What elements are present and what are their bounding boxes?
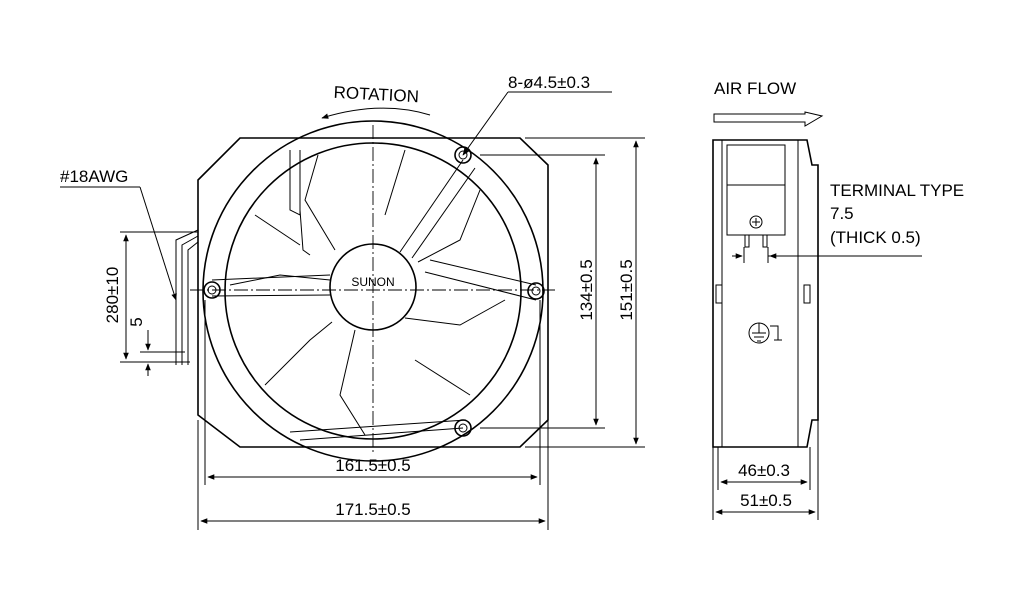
terminal-screw bbox=[749, 215, 763, 229]
ground-icon bbox=[748, 322, 782, 344]
rotation-arrow bbox=[321, 107, 431, 119]
wire-gauge-label: #18AWG bbox=[60, 167, 128, 186]
rotation-indicator: ROTATION bbox=[321, 83, 431, 119]
width-dimensions: 161.5±0.5 171.5±0.5 bbox=[197, 300, 549, 530]
venturi-outer-circle bbox=[202, 120, 544, 462]
wire-length-dimension: 280±10 5 bbox=[103, 231, 198, 376]
rotation-label: ROTATION bbox=[333, 83, 419, 106]
front-view: SUNON bbox=[175, 120, 555, 462]
outer-height-label: 151±0.5 bbox=[617, 259, 636, 320]
side-view: AIR FLOW TERMINAL TYPE 7.5 bbox=[712, 79, 964, 520]
inner-width-label: 161.5±0.5 bbox=[335, 456, 411, 475]
height-dimensions: 134±0.5 151±0.5 bbox=[480, 137, 645, 448]
support-struts bbox=[211, 159, 537, 441]
depth-outer-label: 51±0.5 bbox=[740, 491, 792, 510]
mounting-holes bbox=[203, 146, 545, 437]
wire-length-label: 280±10 bbox=[103, 267, 122, 324]
terminal-type-label: TERMINAL TYPE bbox=[830, 181, 964, 200]
side-frame-outline bbox=[712, 139, 819, 448]
strip-length-label: 5 bbox=[127, 317, 146, 326]
depth-inner-label: 46±0.3 bbox=[738, 461, 790, 480]
air-flow-label: AIR FLOW bbox=[714, 79, 796, 98]
fan-blades bbox=[229, 149, 506, 436]
outer-width-label: 171.5±0.5 bbox=[335, 500, 411, 519]
terminal-size-label: 7.5 bbox=[830, 204, 854, 223]
terminal-thickness-label: (THICK 0.5) bbox=[830, 228, 921, 247]
brand-label: SUNON bbox=[351, 275, 394, 289]
lead-wire bbox=[175, 150, 311, 365]
terminal-block bbox=[726, 144, 786, 236]
hole-callout: 8-ø4.5±0.3 bbox=[462, 73, 612, 156]
air-flow-arrow bbox=[713, 111, 824, 127]
inner-height-label: 134±0.5 bbox=[577, 259, 596, 320]
hole-spec-label: 8-ø4.5±0.3 bbox=[508, 73, 590, 92]
wire-callout: #18AWG bbox=[60, 167, 177, 301]
housing-outline bbox=[197, 137, 549, 448]
